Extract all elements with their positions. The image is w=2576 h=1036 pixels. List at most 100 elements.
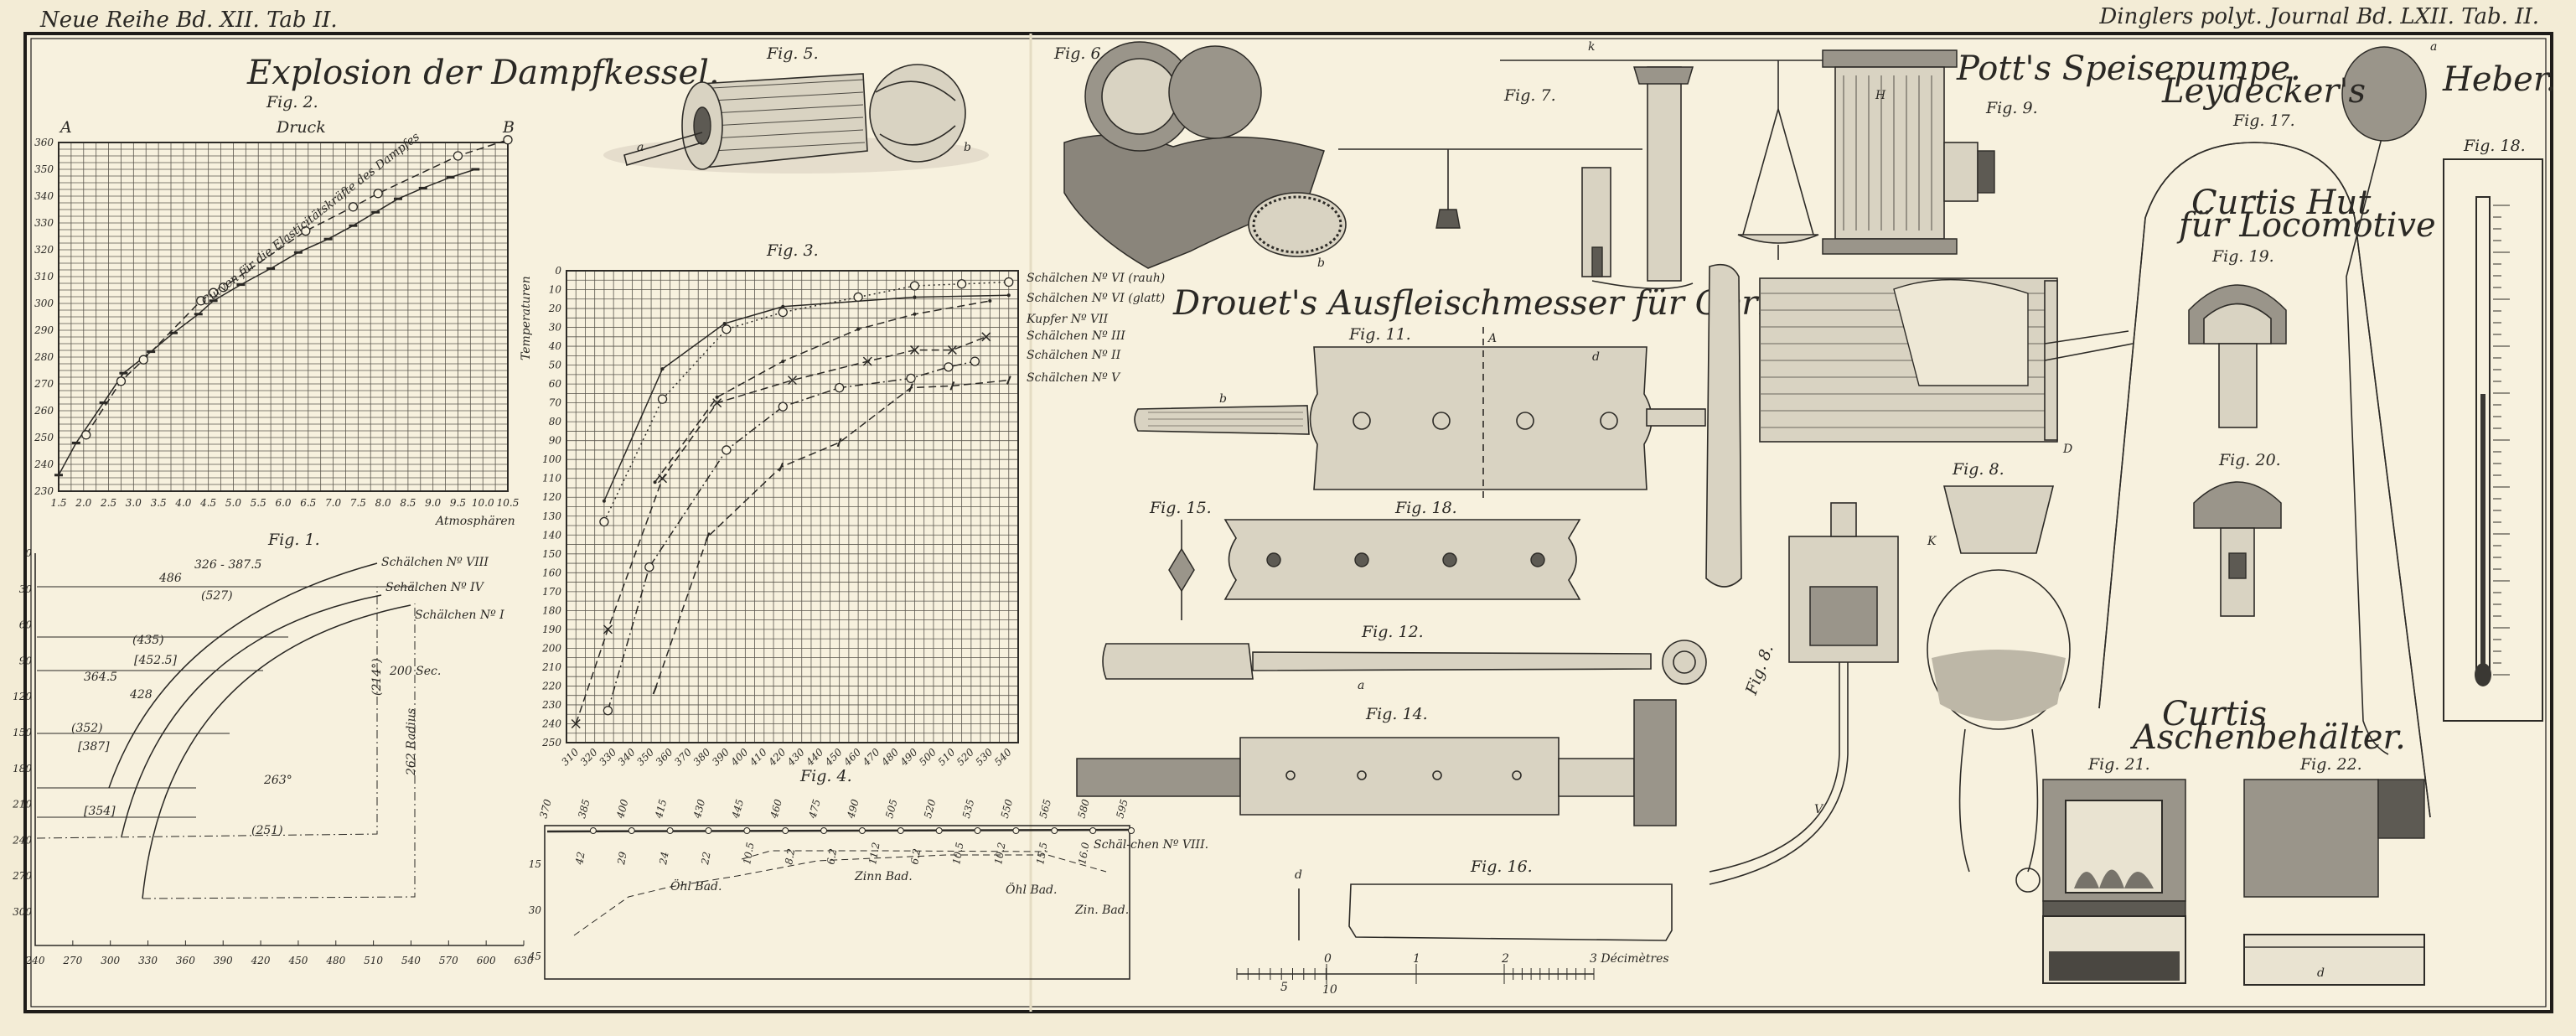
data-point [652, 685, 658, 695]
series-line [603, 281, 1009, 522]
x-tick-label: 420 [251, 955, 271, 966]
data-point [373, 189, 383, 199]
series-line [607, 360, 975, 711]
fig4-marker [858, 827, 866, 834]
x-tick-label: 5.0 [225, 497, 241, 509]
y-tick-label: 340 [34, 190, 54, 202]
scale-bar: 3 Décimètres 5 10 0 1 2 [1236, 952, 1669, 997]
fig4-value-label: 24 [657, 851, 671, 866]
data-point [348, 202, 359, 212]
x-tick-label: 490 [845, 798, 861, 821]
y-tick-label: 260 [34, 405, 54, 417]
fig19-label: Fig. 19. [2211, 247, 2274, 266]
fig1-dashdot-line [36, 587, 378, 839]
title-pott: Pott's Speisepumpe. [1956, 49, 2301, 88]
scale-label-10: 10 [1322, 983, 1337, 997]
fig1-v326: 326 - 387.5 [194, 558, 262, 572]
fig4-marker [897, 827, 904, 834]
data-point [909, 345, 920, 355]
curve-schaelchen-1 [142, 604, 411, 899]
title-curtis-asch-2: Aschenbehälter. [2129, 718, 2406, 757]
data-point [787, 376, 798, 386]
y-tick-label: 270 [12, 870, 32, 882]
fig8-letter-v: V [1814, 803, 1824, 816]
title-curtis-hut-2: für Locomotive [2176, 206, 2436, 245]
fig18-label: Fig. 18. [1394, 499, 1457, 517]
x-tick-label: 300 [101, 955, 120, 966]
fig2-top-label: Druck [276, 118, 326, 137]
y-tick-label: 300 [34, 298, 54, 309]
x-tick-label: 240 [25, 955, 45, 966]
x-tick-label: 4.0 [174, 497, 191, 509]
y-tick-label: 300 [13, 906, 32, 918]
data-point [956, 279, 967, 289]
x-tick-label: 385 [576, 798, 592, 820]
y-tick-label: 160 [542, 567, 561, 578]
y-tick-label: 280 [34, 351, 54, 363]
y-tick-label: 290 [34, 324, 54, 336]
data-point [913, 312, 917, 316]
fig2-corner-a: A [59, 118, 72, 137]
y-tick-label: 50 [549, 360, 562, 371]
fig1-deg263: 263° [263, 774, 292, 787]
fig9-letter-h: H [1875, 89, 1886, 102]
y-tick-label: 45 [528, 951, 541, 962]
data-point [218, 282, 229, 293]
fig1-sec: 200 Sec. [389, 665, 441, 678]
fig2-label: Fig. 2. [266, 93, 318, 111]
fig5-cylinder-drawing: Fig. 5. a b [603, 44, 989, 174]
fig17-label: Fig. 17. [2232, 111, 2295, 130]
title-explosion: Explosion der Dampfkessel. [246, 54, 720, 92]
fig4-marker [1051, 827, 1058, 834]
x-tick-label: 480 [325, 955, 345, 966]
fig4-marker [705, 827, 712, 834]
fig22-label: Fig. 22. [2299, 755, 2362, 774]
x-tick-label: 330 [138, 955, 158, 966]
y-tick-label: 230 [541, 699, 561, 711]
y-tick-label: 0 [555, 265, 561, 277]
fig4-zinn-bad-2: Zin. Bad. [1074, 904, 1129, 917]
x-tick-label: 565 [1037, 798, 1053, 820]
data-point [1004, 277, 1014, 287]
data-point [722, 322, 727, 326]
y-tick-label: 270 [34, 378, 54, 390]
x-tick-label: 3.5 [151, 497, 167, 509]
x-tick-label: 475 [806, 798, 823, 821]
fig17-letter-a: a [2430, 40, 2437, 54]
fig1-radius: 262 Radius [405, 708, 418, 776]
x-tick-label: 6.5 [300, 497, 316, 509]
fig14-label: Fig. 14. [1365, 705, 1428, 723]
data-point [712, 398, 722, 408]
data-point [301, 225, 311, 236]
y-tick-label: 30 [529, 904, 542, 916]
fig9-pump-drawing: Fig. 9. H [1822, 49, 2038, 255]
scale-unit-label: 3 Décimètres [1590, 952, 1669, 966]
data-point [658, 474, 668, 484]
cyl-letter-d: D [2062, 443, 2072, 456]
y-tick-label: 60 [549, 378, 562, 390]
x-tick-label: 535 [960, 798, 976, 820]
fig4-marker [589, 827, 597, 834]
y-tick-label: 40 [548, 340, 562, 352]
cylinder-section-drawing: D [1759, 277, 2134, 456]
y-tick-label: 100 [542, 453, 561, 465]
y-tick-label: 170 [542, 586, 561, 598]
thermometer-drawing: Fig. 18. [2443, 137, 2543, 722]
data-point [981, 332, 991, 342]
fig4-value-label: 15.5 [1034, 842, 1049, 866]
fig1-v428: 428 [129, 688, 153, 702]
y-tick-label: 210 [12, 799, 32, 811]
series-line [603, 294, 1009, 502]
data-point [947, 345, 957, 355]
fig4-marker [820, 827, 828, 834]
y-tick-label: 0 [25, 547, 32, 559]
x-tick-label: 2.5 [100, 497, 116, 509]
fig4-zinn-line [741, 850, 1048, 860]
fig4-value-label: 8.2 [783, 847, 797, 865]
y-tick-label: 80 [549, 416, 562, 427]
fig8-label-2: Fig. 8. [1952, 460, 2004, 479]
fig5-label: Fig. 5. [766, 44, 819, 63]
fig1-label-s8: Schälchen Nº VIII [381, 556, 489, 569]
x-tick-label: 445 [729, 798, 746, 821]
